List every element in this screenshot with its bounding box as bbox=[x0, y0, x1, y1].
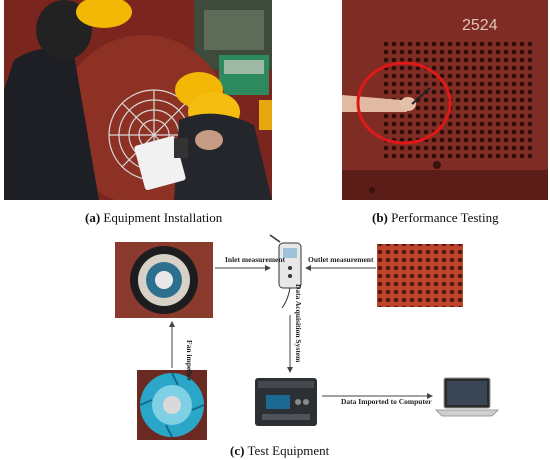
caption-test-equipment: (c) Test Equipment bbox=[230, 443, 329, 459]
photo-equipment-installation bbox=[4, 0, 272, 200]
caption-c-letter: (c) bbox=[230, 443, 245, 458]
data-acquisition-label: Data Acquisition System bbox=[294, 284, 303, 363]
impeller-photo bbox=[137, 370, 207, 440]
fan-inlet-photo bbox=[115, 242, 213, 318]
photo-performance-testing: 2524 bbox=[342, 0, 548, 200]
data-import-label: Data Imported to Computer bbox=[341, 397, 432, 406]
caption-equipment-installation: (a) Equipment Installation bbox=[85, 210, 222, 226]
caption-performance-testing: (b) Performance Testing bbox=[372, 210, 499, 226]
highlight-circle bbox=[356, 61, 452, 145]
fan-impeller-label: Fan impeller bbox=[185, 340, 194, 382]
caption-a-text: Equipment Installation bbox=[100, 210, 223, 225]
data-acquisition-device-icon bbox=[255, 378, 317, 426]
stencil-number: 2524 bbox=[462, 17, 498, 34]
caption-c-text: Test Equipment bbox=[244, 443, 330, 458]
outlet-measurement-label: Outlet measurement bbox=[308, 255, 374, 264]
handheld-anemometer-icon bbox=[269, 234, 302, 309]
performance-testing-illustration: 2524 bbox=[342, 0, 548, 200]
inlet-measurement-label: Inlet measurement bbox=[225, 255, 286, 264]
caption-a-letter: (a) bbox=[85, 210, 101, 225]
caption-b-letter: (b) bbox=[372, 210, 388, 225]
outlet-panel-photo bbox=[377, 244, 463, 307]
caption-b-text: Performance Testing bbox=[387, 210, 499, 225]
laptop-icon bbox=[435, 377, 499, 417]
equipment-installation-illustration bbox=[4, 0, 272, 200]
